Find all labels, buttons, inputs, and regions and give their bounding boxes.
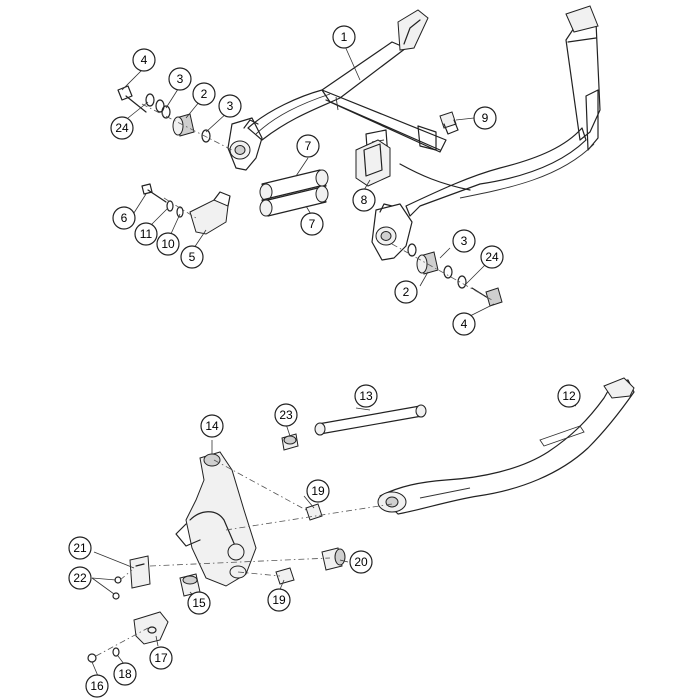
- callout: 19: [306, 479, 330, 503]
- callout: 12: [557, 384, 581, 408]
- callout: 24: [110, 116, 134, 140]
- callout-label: 4: [141, 53, 148, 67]
- callout: 3: [452, 229, 476, 253]
- bracket-14: [175, 451, 257, 587]
- callout: 10: [156, 232, 180, 256]
- part-15: [179, 573, 201, 597]
- callout-label: 5: [189, 250, 196, 264]
- callout: 22: [68, 566, 92, 590]
- callout-label: 24: [115, 121, 129, 135]
- callout-label: 12: [562, 389, 576, 403]
- bushing-20: [321, 547, 346, 571]
- callout-label: 3: [227, 99, 234, 113]
- callout: 5: [180, 245, 204, 269]
- callout-label: 17: [154, 651, 168, 665]
- callout: 4: [452, 312, 476, 336]
- springs-7: [259, 169, 329, 217]
- callout: 21: [68, 536, 92, 560]
- callout-label: 2: [201, 87, 208, 101]
- callout: 9: [473, 106, 497, 130]
- callout-label: 4: [461, 317, 468, 331]
- callout-label: 9: [482, 111, 489, 125]
- callout-label: 22: [73, 571, 87, 585]
- lower-pivot-hardware: [407, 243, 503, 307]
- callout: 1: [332, 25, 356, 49]
- callout-label: 3: [177, 72, 184, 86]
- callout: 24: [480, 245, 504, 269]
- callout: 2: [192, 82, 216, 106]
- callout: 11: [134, 222, 158, 246]
- callout-label: 6: [121, 211, 128, 225]
- pivot-lug-lower: [371, 203, 413, 261]
- callout: 17: [149, 646, 173, 670]
- callout-label: 13: [359, 389, 373, 403]
- assembly-lines: [95, 103, 493, 657]
- callout: 15: [187, 591, 211, 615]
- callout: 13: [354, 384, 378, 408]
- callout: 7: [296, 134, 320, 158]
- callout: 4: [132, 48, 156, 72]
- side-stand: [377, 377, 635, 515]
- callout: 3: [218, 94, 242, 118]
- callout: 20: [349, 550, 373, 574]
- callout-label: 10: [161, 237, 175, 251]
- bracket-17: [133, 611, 169, 645]
- spring-13: [314, 404, 427, 436]
- callout: 14: [200, 414, 224, 438]
- callout-label: 3: [461, 234, 468, 248]
- bracket-8: [355, 139, 391, 187]
- callout: 7: [300, 212, 324, 236]
- callout-label: 15: [192, 596, 206, 610]
- callout-label: 8: [361, 193, 368, 207]
- callout-label: 7: [305, 139, 312, 153]
- callout-label: 23: [279, 408, 293, 422]
- callout-label: 19: [311, 484, 325, 498]
- callout-label: 24: [485, 250, 499, 264]
- callout-label: 7: [309, 217, 316, 231]
- callout: 8: [352, 188, 376, 212]
- callout: 19: [267, 588, 291, 612]
- bolt-16: [87, 647, 120, 663]
- bolt-9: [439, 111, 459, 135]
- bracket-assembly-5: [141, 183, 231, 235]
- callout: 23: [274, 403, 298, 427]
- callout-label: 18: [118, 667, 132, 681]
- callout-label: 1: [341, 30, 348, 44]
- callout-label: 11: [140, 227, 153, 241]
- callout: 16: [85, 674, 109, 698]
- callout-label: 20: [354, 555, 368, 569]
- callout-leaders: [91, 43, 577, 677]
- callout-label: 2: [403, 285, 410, 299]
- bolt-19-upper: [305, 503, 323, 521]
- center-stand: [227, 5, 601, 261]
- callout: 3: [168, 67, 192, 91]
- screw-23: [281, 433, 299, 451]
- callouts: 1 4 3 2 3 24 9 7 7 8 6 11 10 5 3 24 2 4 …: [68, 25, 581, 698]
- callout-label: 16: [90, 679, 104, 693]
- callout: 18: [113, 662, 137, 686]
- switch-21: [112, 555, 151, 600]
- callout-label: 14: [205, 419, 219, 433]
- callout: 6: [112, 206, 136, 230]
- callout: 2: [394, 280, 418, 304]
- pivot-lug-upper: [227, 117, 263, 171]
- callout-label: 21: [73, 541, 87, 555]
- callout-label: 19: [272, 593, 286, 607]
- bolt-19-lower: [275, 567, 295, 585]
